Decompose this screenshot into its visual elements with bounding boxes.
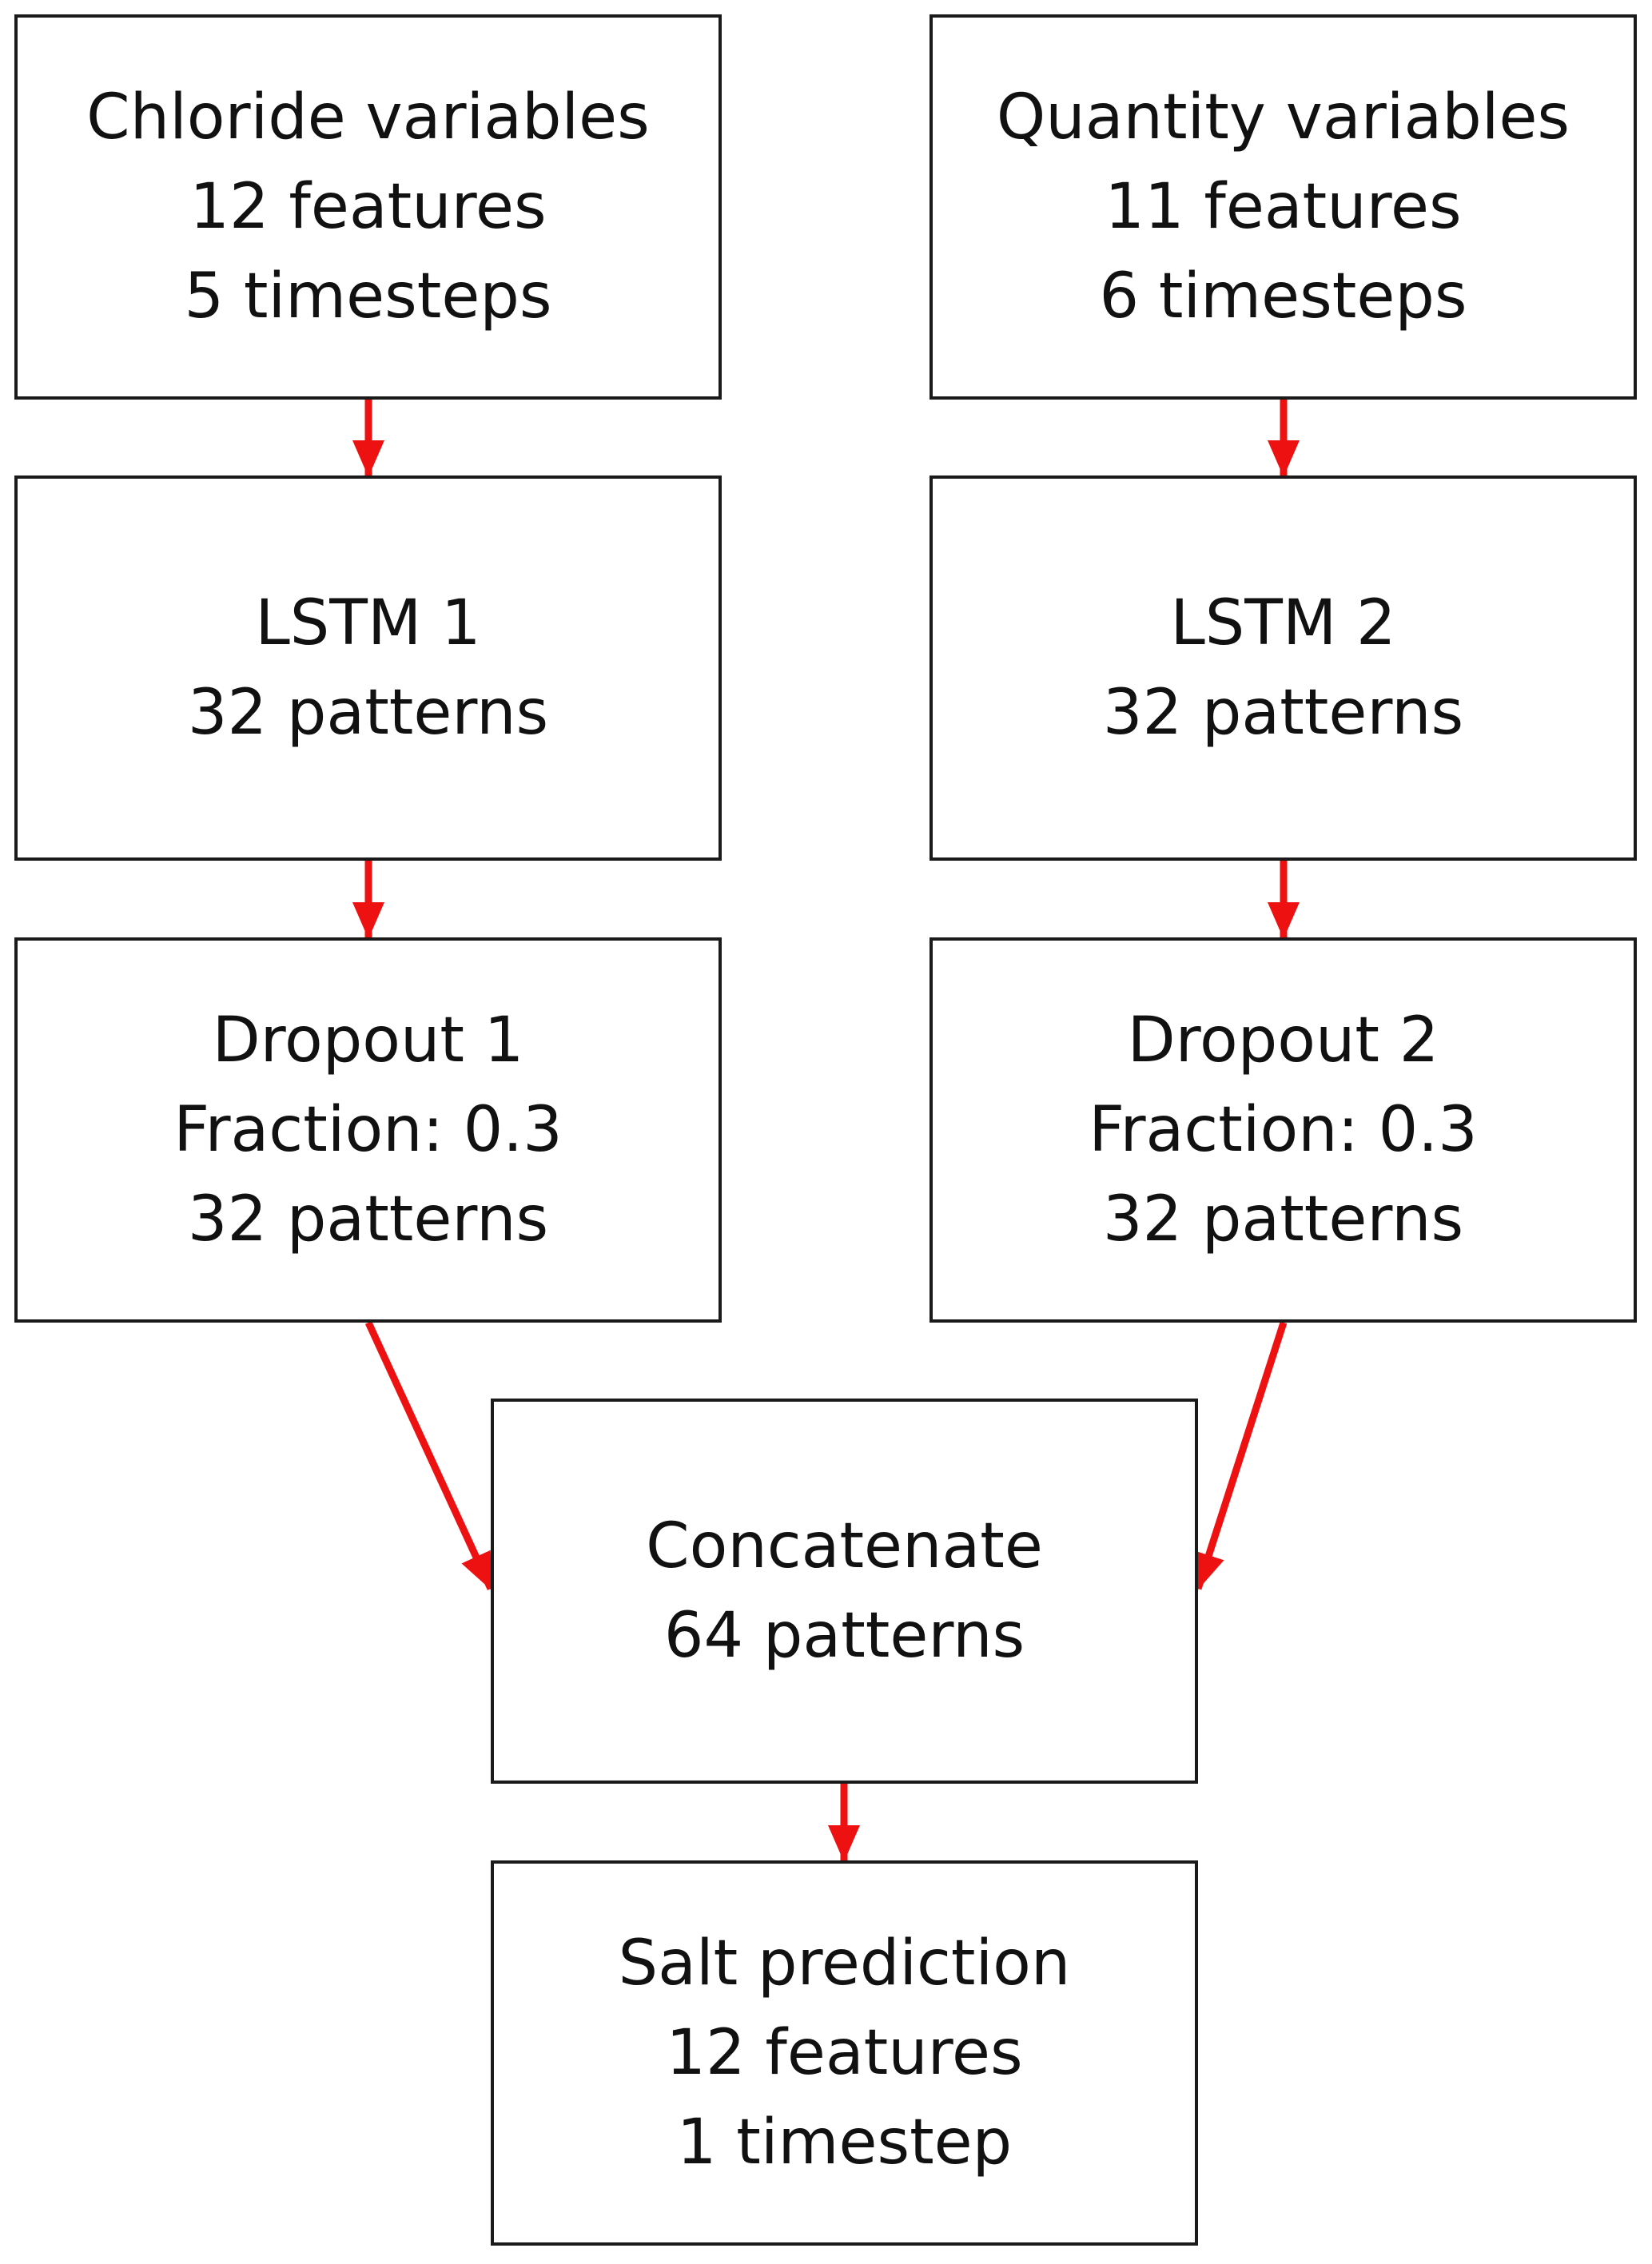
concatenate-patterns: 64 patterns — [663, 1600, 1025, 1672]
salt-prediction-box: Salt prediction 12 features 1 timestep — [491, 1860, 1198, 2246]
arrow-dropout1-to-concatenate — [364, 1321, 495, 1590]
dropout2-box: Dropout 2 Fraction: 0.3 32 patterns — [929, 937, 1637, 1323]
lstm2-patterns: 32 patterns — [1102, 677, 1464, 749]
dropout2-title: Dropout 2 — [1127, 1005, 1439, 1076]
dropout1-patterns: 32 patterns — [187, 1184, 549, 1255]
quantity-features: 11 features — [1105, 171, 1462, 243]
arrow-dropout2-to-concatenate — [1193, 1321, 1288, 1590]
dropout1-fraction: Fraction: 0.3 — [173, 1094, 563, 1166]
lstm1-title: LSTM 1 — [255, 587, 481, 659]
chloride-timesteps: 5 timesteps — [184, 261, 552, 332]
lstm1-box: LSTM 1 32 patterns — [14, 475, 722, 861]
salt-features: 12 features — [666, 2017, 1023, 2089]
chloride-features: 12 features — [189, 171, 547, 243]
dropout2-fraction: Fraction: 0.3 — [1089, 1094, 1478, 1166]
salt-timestep: 1 timestep — [676, 2107, 1013, 2178]
quantity-variables-box: Quantity variables 11 features 6 timeste… — [929, 14, 1637, 400]
lstm2-title: LSTM 2 — [1170, 587, 1396, 659]
salt-title: Salt prediction — [618, 1928, 1071, 1999]
dropout1-title: Dropout 1 — [212, 1005, 524, 1076]
concatenate-title: Concatenate — [646, 1510, 1043, 1582]
chloride-title: Chloride variables — [86, 82, 650, 153]
chloride-variables-box: Chloride variables 12 features 5 timeste… — [14, 14, 722, 400]
lstm2-box: LSTM 2 32 patterns — [929, 475, 1637, 861]
quantity-title: Quantity variables — [996, 82, 1570, 153]
concatenate-box: Concatenate 64 patterns — [491, 1399, 1198, 1784]
lstm1-patterns: 32 patterns — [187, 677, 549, 749]
dropout2-patterns: 32 patterns — [1102, 1184, 1464, 1255]
quantity-timesteps: 6 timesteps — [1099, 261, 1467, 332]
dropout1-box: Dropout 1 Fraction: 0.3 32 patterns — [14, 937, 722, 1323]
